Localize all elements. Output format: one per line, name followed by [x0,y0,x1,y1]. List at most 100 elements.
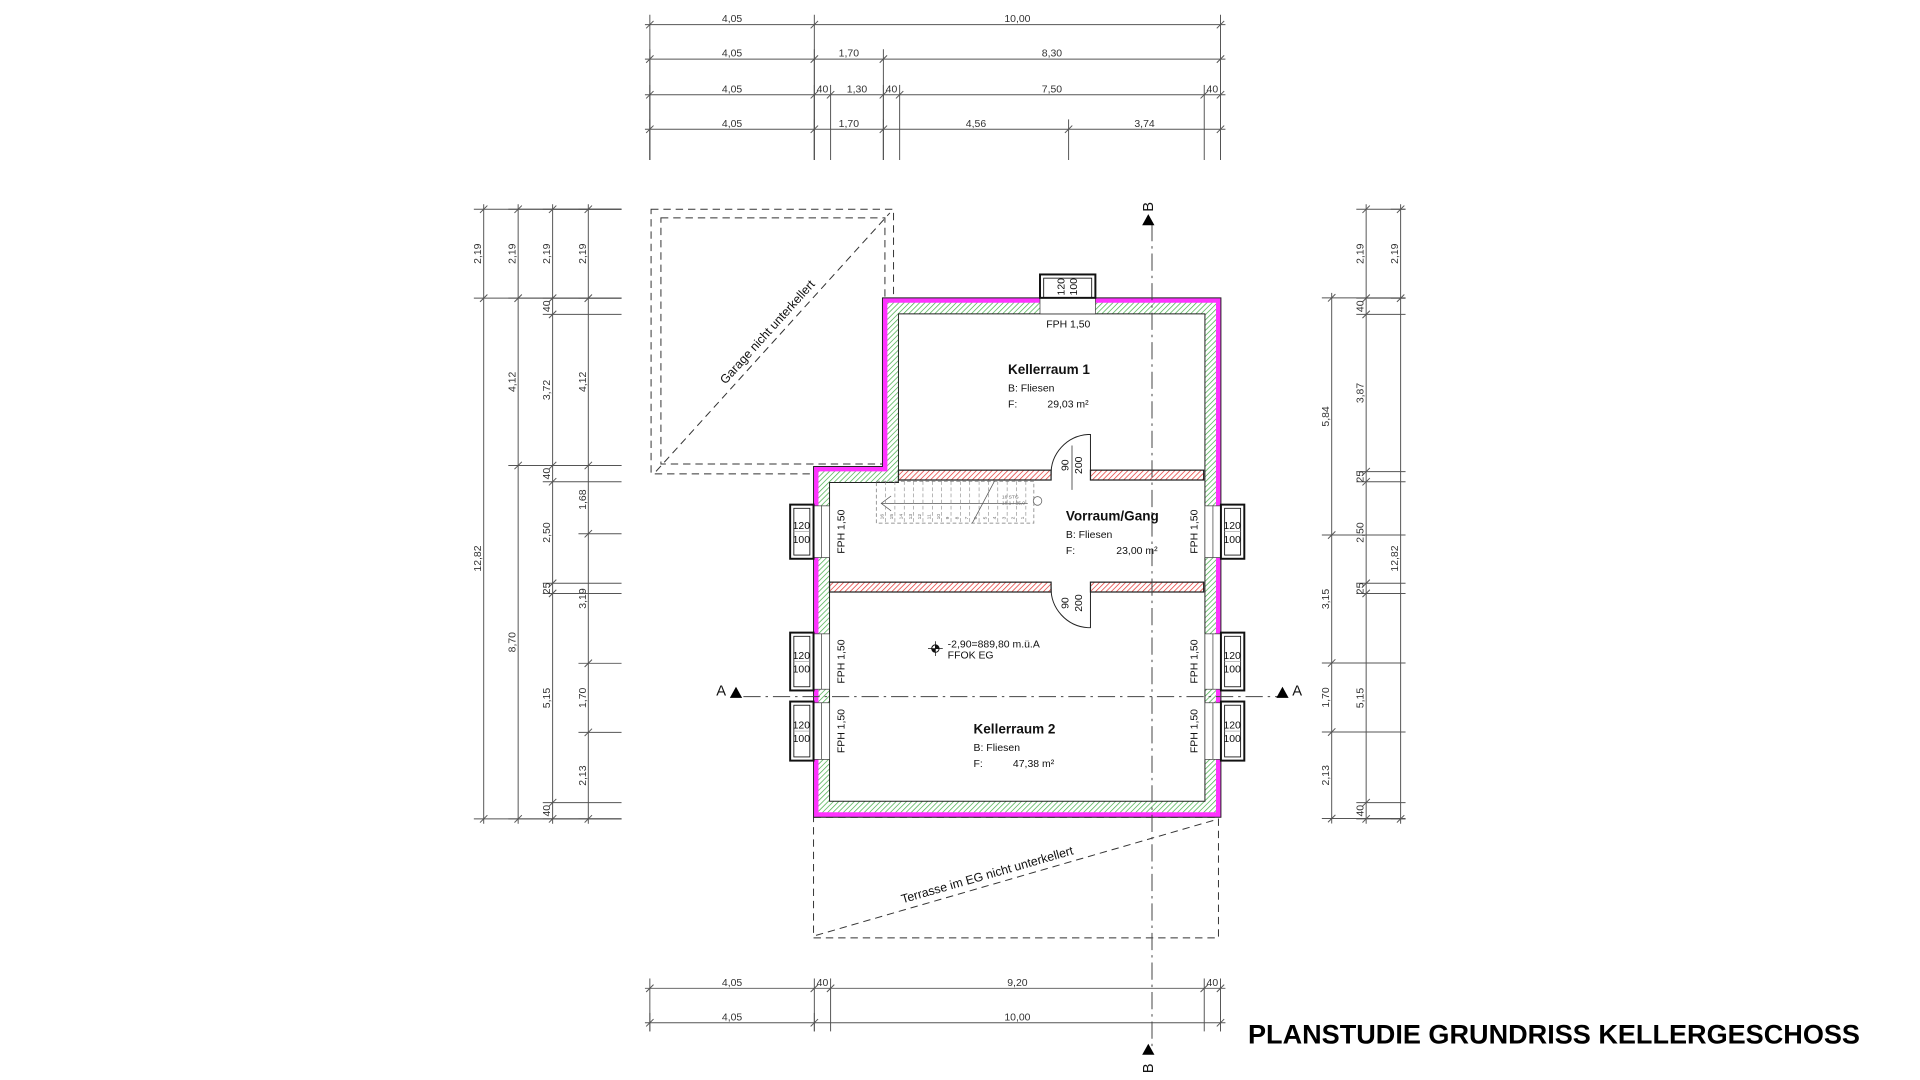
room-area: 23,00 m² [1116,546,1158,557]
section-b-bottom-marker [1142,1043,1155,1055]
window-height: 100 [793,665,811,676]
window-parapet-height: FPH 1,50 [1046,319,1090,330]
dimension-tick [1362,205,1371,214]
dimension-tick [1362,798,1371,807]
dimension-tick [826,90,835,99]
dimension-tick [514,205,523,214]
dimension-tick [645,984,654,993]
window-parapet-height: FPH 1,50 [836,639,847,683]
dimension-label: 2,19 [542,243,553,264]
door-width: 90 [1060,597,1071,609]
dimension-tick [1327,727,1336,737]
dimension-tick [645,1018,654,1027]
dimension-tick [548,310,557,319]
dimension-tick [810,1018,819,1027]
dimension-tick [645,20,654,29]
interior-walls [828,469,1205,593]
door-height: 200 [1074,456,1085,474]
dimension-label: 40 [1356,300,1367,312]
dimension-label: 1,70 [839,119,860,130]
dimension-tick [548,461,557,470]
dimension-label: 2,19 [473,243,484,264]
dimension-label: 25 [1356,471,1367,483]
dimension-label: 3,87 [1356,383,1367,404]
window-parapet-height: FPH 1,50 [836,509,847,553]
dimension-label: 1,70 [1321,687,1332,708]
dimension-tick [645,55,654,64]
window-parapet-height: FPH 1,50 [836,709,847,753]
dimension-tick [1362,589,1371,598]
room-floor: B: Fliesen [974,743,1021,754]
door-lower: 90 200 [1050,587,1091,629]
dimension-tick [548,814,557,823]
stair-step-number: 5 [983,516,989,519]
dimension-tick [1327,814,1336,823]
dimension-tick [1216,125,1225,134]
window: 120 100 FPH 1,50 [789,503,847,560]
stairs-ratio: 18,1 / 25,0 [1002,501,1025,507]
dimension-tick [1362,467,1371,476]
door-height: 200 [1074,594,1085,612]
section-b-top-marker [1142,214,1155,226]
window-width: 120 [793,521,811,532]
room-floor: B: Fliesen [1066,530,1113,541]
room-area-label: F: [1008,399,1017,410]
dimension-label: 40 [542,805,553,817]
drawing-title: PLANSTUDIE GRUNDRISS KELLERGESCHOSS [1248,1019,1860,1050]
dimension-tick [1216,1018,1225,1027]
dimension-label: 25 [542,582,553,594]
dimension-tick [1362,477,1371,486]
dimension-label: 2,19 [1356,243,1367,264]
dimension-label: 8,30 [1042,49,1063,60]
dimension-tick [1362,310,1371,319]
room-kellerraum-1: Kellerraum 1 B: Fliesen F: 29,03 m² [1008,362,1090,410]
stair-step-number: 10 [936,514,942,520]
garage-outline: Garage nicht unterkellert [650,208,895,475]
stair-step-number: 7 [964,516,970,519]
dimension-tick [1064,125,1073,134]
dimension-label: 40 [817,978,829,989]
dimension-label: 3,74 [1134,119,1155,130]
dimension-tick [810,125,819,134]
dimension-tick [584,294,593,303]
dimension-label: 40 [1207,84,1219,95]
door-width: 90 [1060,459,1071,471]
window-height: 100 [793,734,811,745]
dimension-tick [1200,90,1209,99]
dimension-label: 5,84 [1321,406,1332,427]
dimension-tick [514,814,523,823]
dimension-label: 1,70 [578,687,589,708]
room-area-label: F: [974,759,983,770]
dimension-label: 4,05 [722,978,743,989]
dimension-label: 40 [886,84,898,95]
stair-step-number: 9 [945,516,951,519]
dimension-tick [810,20,819,29]
dimension-label: 4,56 [966,119,987,130]
dimension-label: 7,50 [1042,84,1063,95]
dimension-tick [895,90,904,99]
dimension-label: 2,13 [1321,765,1332,786]
dimension-label: 4,05 [722,84,743,95]
window-height: 100 [1069,278,1080,296]
dimension-label: 12,82 [1390,545,1401,571]
dimension-tick [548,589,557,598]
dimension-tick [1327,293,1336,302]
stairs-count: 16 STG [1002,494,1019,500]
dimension-tick [514,461,523,470]
dimension-label: 10,00 [1004,14,1030,25]
stair-step-number: 14 [898,514,904,520]
dimension-tick [584,529,593,538]
window-height: 100 [1223,734,1241,745]
section-b-top-label: B [1141,202,1157,212]
window-height: 100 [793,535,811,546]
dimension-tick [879,125,888,134]
dimension-label: 8,70 [508,632,519,653]
